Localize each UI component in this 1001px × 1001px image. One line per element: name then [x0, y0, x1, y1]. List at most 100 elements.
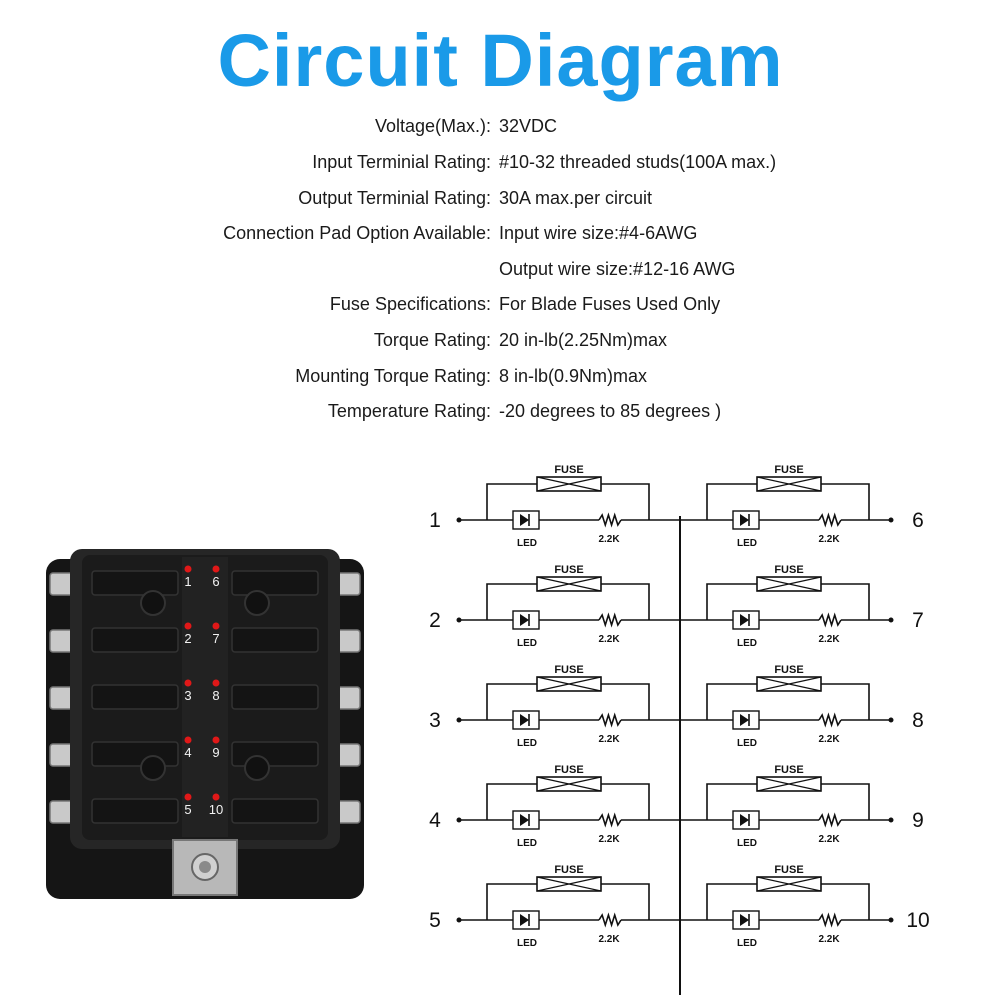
- led-label: LED: [737, 838, 757, 849]
- spec-value: 20 in-lb(2.25Nm)max: [499, 330, 668, 350]
- terminal-dot: [456, 617, 462, 623]
- diode-icon: [520, 914, 529, 926]
- resistor-symbol: [818, 712, 842, 728]
- fuse-slot: [91, 741, 179, 767]
- led-indicator: [212, 565, 220, 573]
- resistor-symbol: [598, 812, 622, 828]
- led-indicator: [212, 679, 220, 687]
- slot-number-right: 10: [209, 802, 223, 817]
- terminal-dot: [456, 817, 462, 823]
- resistor-label: 2.2K: [598, 634, 620, 645]
- wire: [486, 683, 537, 720]
- wire: [706, 683, 757, 720]
- led-indicator: [184, 736, 192, 744]
- terminal-number-left: 3: [429, 709, 441, 732]
- wire: [706, 483, 757, 520]
- resistor-symbol: [818, 612, 842, 628]
- terminal-dot: [888, 817, 894, 823]
- fuse-slot: [231, 798, 319, 824]
- fuse-slot: [231, 684, 319, 710]
- resistor-symbol: [818, 512, 842, 528]
- wire: [601, 483, 650, 520]
- led-indicator: [212, 622, 220, 630]
- spec-label: Fuse Specifications:: [329, 294, 491, 314]
- terminal-number-left: 1: [429, 509, 441, 532]
- resistor-label: 2.2K: [818, 834, 840, 845]
- wire: [821, 483, 870, 520]
- led-label: LED: [517, 638, 537, 649]
- wire: [821, 683, 870, 720]
- slot-number-right: 8: [212, 688, 219, 703]
- screw-hole: [244, 590, 270, 616]
- terminal-dot: [888, 617, 894, 623]
- slot-number-left: 5: [184, 802, 191, 817]
- led-label: LED: [517, 838, 537, 849]
- terminal-dot: [456, 717, 462, 723]
- spec-output-terminal: Output Terminial Rating: 30A max.per cir…: [0, 188, 1001, 218]
- spec-label: Connection Pad Option Available:: [223, 223, 491, 243]
- spec-input-terminal: Input Terminial Rating: #10-32 threaded …: [0, 152, 1001, 182]
- screw-hole: [244, 755, 270, 781]
- terminal-dot: [888, 717, 894, 723]
- terminal-number-right: 10: [906, 909, 929, 932]
- wire: [601, 683, 650, 720]
- resistor-label: 2.2K: [818, 934, 840, 945]
- led-indicator: [184, 565, 192, 573]
- spec-value: 30A max.per circuit: [499, 188, 653, 208]
- page-title: Circuit Diagram: [217, 19, 784, 102]
- wire: [821, 583, 870, 620]
- resistor-symbol: [818, 912, 842, 928]
- diode-icon: [520, 814, 529, 826]
- terminal-dot: [456, 917, 462, 923]
- fuse-slot: [231, 741, 319, 767]
- terminal-number-left: 4: [429, 809, 441, 832]
- led-indicator: [184, 679, 192, 687]
- resistor-label: 2.2K: [598, 534, 620, 545]
- resistor-label: 2.2K: [818, 634, 840, 645]
- diode-icon: [740, 514, 749, 526]
- wire: [601, 783, 650, 820]
- spec-label: Input Terminial Rating:: [312, 152, 491, 172]
- spec-value: 8 in-lb(0.9Nm)max: [499, 366, 648, 386]
- terminal-number-right: 6: [912, 509, 924, 532]
- led-label: LED: [517, 538, 537, 549]
- diode-icon: [740, 614, 749, 626]
- screw-hole: [140, 755, 166, 781]
- wire: [486, 883, 537, 920]
- terminal-number-right: 8: [912, 709, 924, 732]
- led-indicator: [184, 793, 192, 801]
- diode-icon: [740, 714, 749, 726]
- spec-label: Torque Rating:: [373, 330, 491, 350]
- slot-number-left: 2: [184, 631, 191, 646]
- fuse-slot: [91, 798, 179, 824]
- fuse-slot: [231, 570, 319, 596]
- resistor-symbol: [598, 912, 622, 928]
- resistor-symbol: [598, 612, 622, 628]
- left-terminals: [49, 572, 83, 824]
- fuse-label: FUSE: [554, 764, 583, 776]
- wire: [486, 783, 537, 820]
- spec-value: Input wire size:#4-6AWG: [499, 223, 698, 243]
- resistor-label: 2.2K: [598, 834, 620, 845]
- led-indicator: [212, 793, 220, 801]
- wire: [706, 583, 757, 620]
- spec-fuse: Fuse Specifications: For Blade Fuses Use…: [0, 294, 1001, 324]
- fuse-slots: [91, 565, 319, 824]
- spec-label: Output Terminial Rating:: [298, 188, 491, 208]
- slot-number-right: 7: [212, 631, 219, 646]
- diode-icon: [740, 814, 749, 826]
- spec-value: -20 degrees to 85 degrees ): [499, 401, 722, 421]
- spec-mounting-torque: Mounting Torque Rating: 8 in-lb(0.9Nm)ma…: [0, 366, 1001, 396]
- wire: [821, 883, 870, 920]
- fuse-label: FUSE: [774, 664, 803, 676]
- led-label: LED: [737, 938, 757, 949]
- resistor-label: 2.2K: [818, 534, 840, 545]
- led-label: LED: [737, 738, 757, 749]
- fuse-slot: [231, 627, 319, 653]
